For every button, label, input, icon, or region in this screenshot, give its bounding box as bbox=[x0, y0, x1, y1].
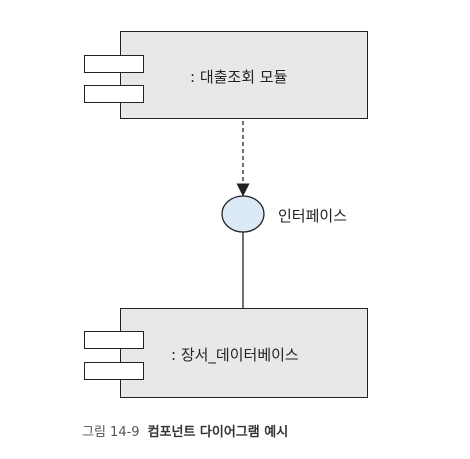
loan-query-module-component bbox=[120, 31, 368, 119]
interface-lollipop bbox=[221, 195, 265, 233]
book-database-port-bottom bbox=[84, 362, 144, 380]
book-database-port-top bbox=[84, 331, 144, 349]
figure-number: 그림 14-9 bbox=[82, 425, 140, 440]
figure-caption: 그림 14-9 컴포넌트 다이어그램 예시 bbox=[82, 421, 288, 440]
figure-title: 컴포넌트 다이어그램 예시 bbox=[147, 425, 289, 440]
book-database-label: : 장서_데이터베이스 bbox=[171, 346, 299, 364]
loan-query-module-port-top bbox=[84, 55, 144, 73]
book-database-component bbox=[120, 308, 368, 398]
interface-label: 인터페이스 bbox=[278, 207, 348, 225]
loan-query-module-label: : 대출조회 모듈 bbox=[190, 68, 288, 86]
loan-query-module-port-bottom bbox=[84, 85, 144, 103]
